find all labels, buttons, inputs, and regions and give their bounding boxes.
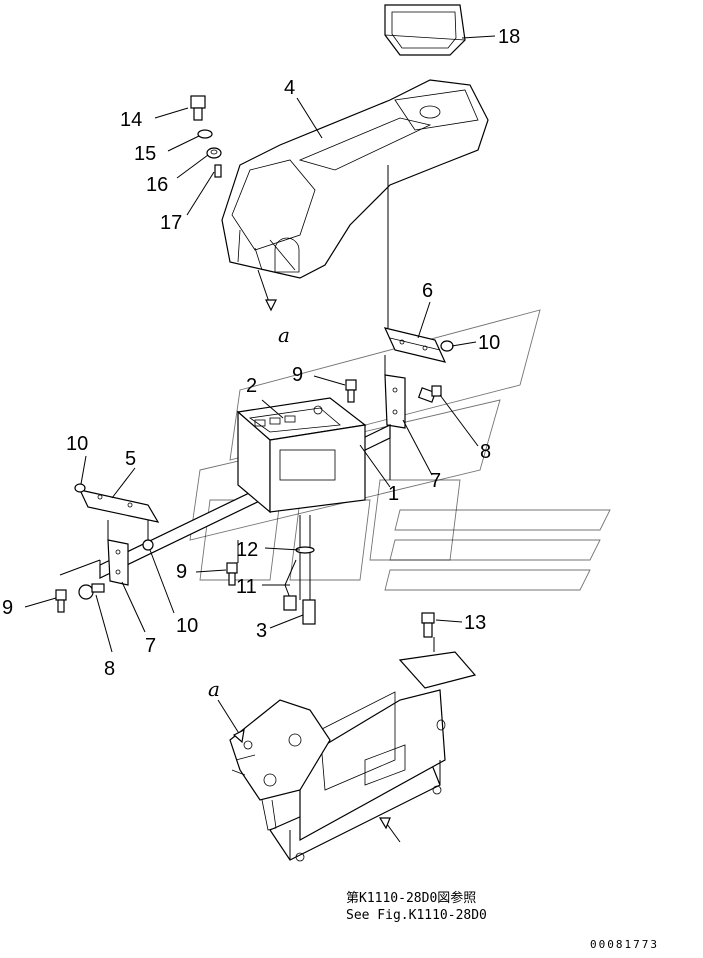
callout-8-left: 8: [104, 658, 115, 680]
callout-6: 6: [422, 280, 433, 302]
part-13-bolt: [421, 612, 435, 638]
callout-5: 5: [125, 448, 136, 470]
callout-10-left: 10: [66, 433, 88, 455]
leader-lines: [24, 35, 496, 843]
callout-9-left: 9: [2, 597, 13, 619]
callout-11: 11: [236, 576, 257, 598]
part-8-bolt-right: [417, 385, 442, 403]
part-9-bolt-mid: [226, 562, 238, 586]
callouts: 18 4 14 15 16 17 6 10 9 2 8 7 1 10 5 12 …: [2, 26, 520, 680]
part-6-bracket: [383, 327, 447, 363]
part-16-nut: [206, 147, 222, 159]
callout-14: 14: [120, 109, 142, 131]
callout-1: 1: [388, 483, 399, 505]
part-17-pin: [214, 164, 222, 178]
callout-4: 4: [284, 77, 295, 99]
lower-frame-assembly: [229, 651, 477, 862]
part-9-bolt-upper: [345, 379, 357, 403]
callout-9-upper: 9: [292, 364, 303, 386]
callout-10-upper: 10: [478, 332, 500, 354]
reference-en: See Fig.K1110-28D0: [346, 908, 487, 923]
callout-7-lower: 7: [145, 635, 156, 657]
callout-8-right: 8: [480, 441, 491, 463]
part-8-bolt-left: [78, 583, 105, 600]
part-14-bolt: [190, 95, 206, 121]
callout-13: 13: [464, 612, 486, 634]
part-4-console-cover: [221, 79, 489, 279]
part-10-clip-mid: [142, 539, 154, 551]
part-2-panel: [236, 397, 367, 514]
callout-9-mid: 9: [176, 561, 187, 583]
part-10-clip-left: [74, 483, 86, 493]
callout-2: 2: [246, 375, 257, 397]
view-mark-lower: a: [208, 677, 220, 701]
callout-3: 3: [256, 620, 267, 642]
callout-7-upper: 7: [430, 470, 441, 492]
part-10-clip-upper: [440, 340, 454, 352]
part-9-bolt-left: [55, 589, 67, 613]
part-18-tray: [384, 4, 466, 56]
part-7-bracket-lower: [107, 539, 129, 586]
callout-12: 12: [236, 539, 258, 561]
callout-18: 18: [498, 26, 520, 48]
view-mark-upper: a: [278, 323, 290, 347]
callout-16: 16: [146, 174, 168, 196]
part-7-bracket-upper: [384, 374, 406, 429]
part-15-washer: [197, 129, 213, 139]
reference-jp: 第K1110-28D0図参照: [346, 890, 476, 906]
callout-15: 15: [134, 143, 156, 165]
callout-17: 17: [160, 212, 182, 234]
document-number: 00081773: [590, 938, 659, 951]
part-5-bracket: [78, 489, 160, 523]
part-12-harness: [295, 515, 315, 600]
callout-10-mid: 10: [176, 615, 198, 637]
part-3-connector: [302, 599, 316, 625]
